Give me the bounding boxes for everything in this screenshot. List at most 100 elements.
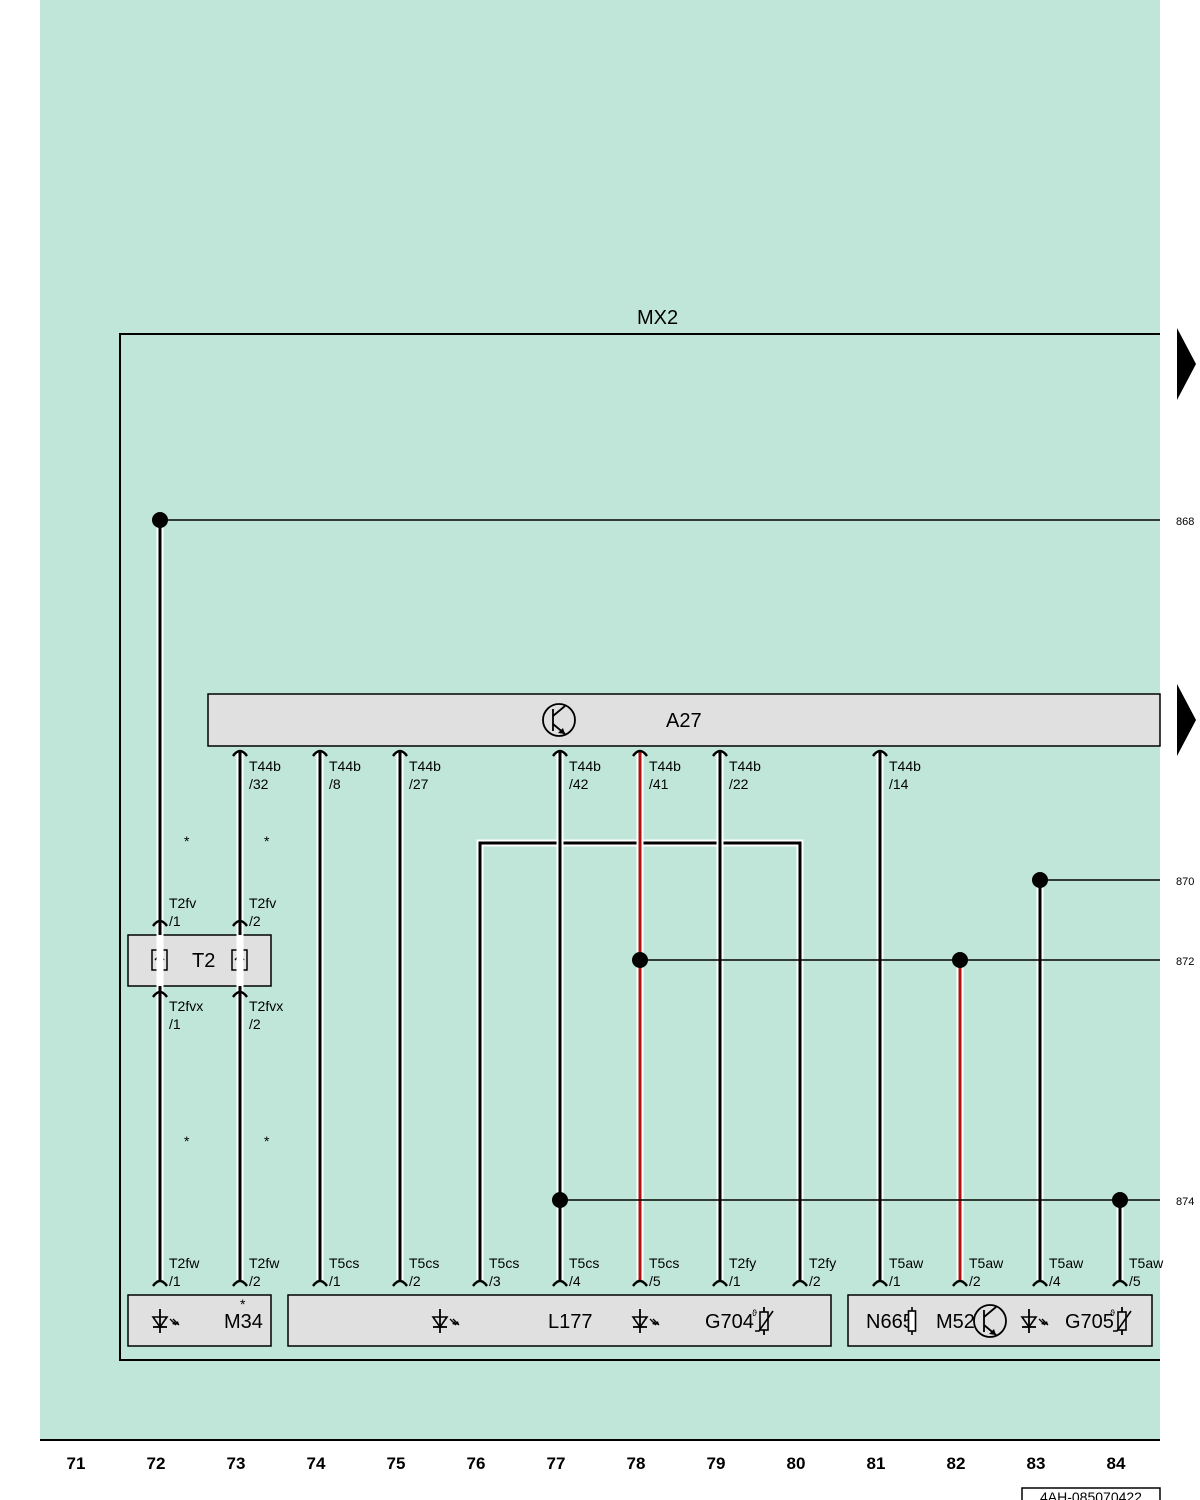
m34-asterisk: * (240, 1296, 246, 1312)
connector-pin-icon (152, 990, 168, 998)
led-icon (631, 1309, 660, 1333)
page-continue-arrow-a27 (1177, 684, 1196, 756)
connector-pin-icon (232, 919, 248, 927)
pin-number-73-bottom: /2 (249, 1273, 261, 1289)
pin-number-79-top: /22 (729, 776, 749, 792)
m34-label: M34 (224, 1311, 263, 1333)
connector-pin-icon (872, 1279, 888, 1287)
column-number-71: 71 (67, 1454, 86, 1473)
l177-label: L177 (548, 1311, 593, 1333)
pin-number-74-top: /8 (329, 776, 341, 792)
thermistor-icon: ϑ (1110, 1307, 1132, 1335)
pin-label-74-bottom: T5cs (329, 1255, 359, 1271)
a27-transistor-icon (542, 703, 576, 737)
thermistor-icon: ϑ (752, 1307, 774, 1335)
pin-number-79-bottom: /1 (729, 1273, 741, 1289)
pin-number-80-bottom: /2 (809, 1273, 821, 1289)
valve-coil-icon (907, 1307, 917, 1335)
pin-number-78-top: /41 (649, 776, 669, 792)
connector-pin-icon (152, 919, 168, 927)
pin-label-75-top: T44b (409, 758, 441, 774)
pin-number-72-t2fvx: /1 (169, 1016, 181, 1032)
pin-number-75-bottom: /2 (409, 1273, 421, 1289)
connector-pins (152, 749, 1128, 1287)
column-number-81: 81 (867, 1454, 886, 1473)
m34-component-box (127, 1294, 272, 1347)
connector-pin-icon (712, 1279, 728, 1287)
column-number-72: 72 (147, 1454, 166, 1473)
pin-number-73-t2fv: /2 (249, 913, 261, 929)
junction-dot-872-82 (952, 952, 968, 968)
connector-pin-icon (552, 749, 568, 757)
pin-label-72-t2fv: T2fv (169, 895, 196, 911)
asterisk-72-upper: * (184, 833, 190, 849)
column-number-73: 73 (227, 1454, 246, 1473)
pin-label-72-bottom: T2fw (169, 1255, 200, 1271)
asterisk-73-lower: * (264, 1133, 270, 1149)
pin-number-72-bottom: /1 (169, 1273, 181, 1289)
transistor-icon (973, 1304, 1007, 1338)
mx2-frame (119, 333, 1160, 1361)
pin-number-75-top: /27 (409, 776, 429, 792)
column-number-82: 82 (947, 1454, 966, 1473)
page-continue-arrow-top (1177, 328, 1196, 400)
pin-label-73-t2fv: T2fv (249, 895, 276, 911)
t2-label: T2 (192, 950, 215, 972)
pin-label-78-top: T44b (649, 758, 681, 774)
ref-number-868: 868 (1176, 516, 1194, 528)
pin-label-79-top: T44b (729, 758, 761, 774)
doc-number-box (1021, 1487, 1161, 1500)
connector-pin-icon (632, 749, 648, 757)
pin-label-75-bottom: T5cs (409, 1255, 439, 1271)
pin-number-73-t2fvx: /2 (249, 1016, 261, 1032)
a27-control-unit-box (207, 693, 1161, 747)
column-number-79: 79 (707, 1454, 726, 1473)
doc-number: 4AH-085070422 (1040, 1489, 1142, 1500)
pin-number-77-bottom: /4 (569, 1273, 581, 1289)
pin-number-78-bottom: /5 (649, 1273, 661, 1289)
wire-layer (156, 520, 1124, 1280)
column-number-76: 76 (467, 1454, 486, 1473)
led-icon (431, 1309, 460, 1333)
connector-pin-icon (392, 1279, 408, 1287)
connector-pin-icon (392, 749, 408, 757)
svg-text:ϑ: ϑ (1110, 1308, 1115, 1318)
pin-label-73-top: T44b (249, 758, 281, 774)
pin-label-79-bottom: T2fy (729, 1255, 756, 1271)
junction-dot-874-84 (1112, 1192, 1128, 1208)
pin-label-77-bottom: T5cs (569, 1255, 599, 1271)
pin-label-81-top: T44b (889, 758, 921, 774)
pin-label-73-bottom: T2fw (249, 1255, 280, 1271)
pin-label-76-bottom: T5cs (489, 1255, 519, 1271)
pin-number-81-bottom: /1 (889, 1273, 901, 1289)
pin-label-82-bottom: T5aw (969, 1255, 1004, 1271)
pin-label-78-bottom: T5cs (649, 1255, 679, 1271)
l177-g704-component-box (287, 1294, 832, 1347)
ref-number-872: 872 (1176, 956, 1194, 968)
asterisk-72-lower: * (184, 1133, 190, 1149)
pin-number-73-top: /32 (249, 776, 269, 792)
pin-number-76-bottom: /3 (489, 1273, 501, 1289)
junction-dot-870 (1032, 872, 1048, 888)
n665-m52-g705-component-box (847, 1294, 1153, 1347)
pin-number-77-top: /42 (569, 776, 589, 792)
column-number-74: 74 (307, 1454, 326, 1473)
pin-label-81-bottom: T5aw (889, 1255, 924, 1271)
pin-number-84-bottom: /5 (1129, 1273, 1141, 1289)
pin-number-82-bottom: /2 (969, 1273, 981, 1289)
connector-pin-icon (232, 749, 248, 757)
junction-dot-872-78 (632, 952, 648, 968)
m52-label: M52 (936, 1311, 975, 1333)
pin-label-74-top: T44b (329, 758, 361, 774)
connector-pin-icon (552, 1279, 568, 1287)
connector-pin-icon (1112, 1279, 1128, 1287)
n665-label: N665 (866, 1311, 914, 1333)
connector-pin-icon (872, 749, 888, 757)
junction-dot-874-77 (552, 1192, 568, 1208)
connector-pin-icon (472, 1279, 488, 1287)
asterisk-73-upper: * (264, 833, 270, 849)
connector-pin-icon (712, 749, 728, 757)
column-number-83: 83 (1027, 1454, 1046, 1473)
connector-pin-icon (312, 1279, 328, 1287)
